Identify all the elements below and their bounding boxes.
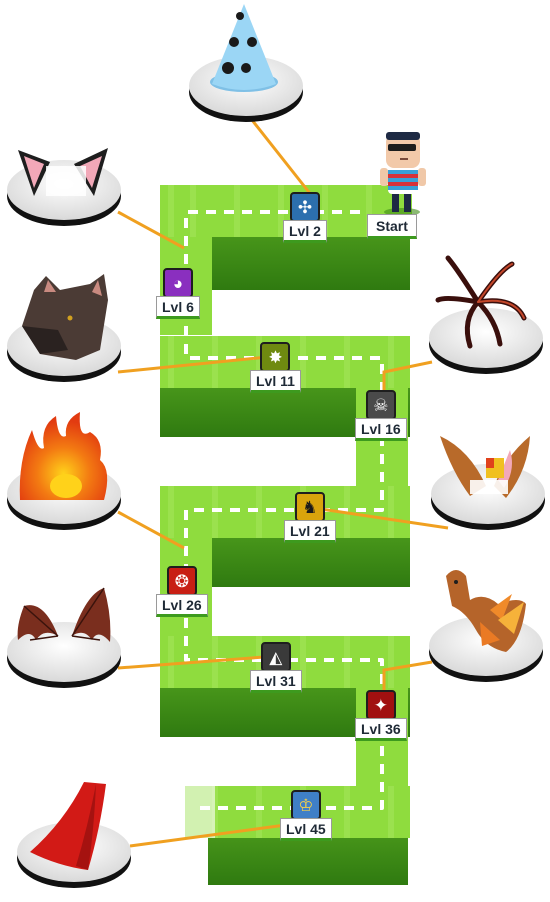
bat-wings-reward[interactable] <box>7 587 121 688</box>
level-node-6[interactable]: ◕ Lvl 6 <box>156 268 200 319</box>
skulls-icon: ☠ <box>365 390 396 420</box>
red-cape-reward[interactable] <box>17 782 131 888</box>
level-node-26[interactable]: ❂ Lvl 26 <box>156 566 208 617</box>
lion-shield-icon: ♔ <box>290 790 321 820</box>
turtle-icon: ✣ <box>289 192 320 222</box>
level-node-45[interactable]: ♔ Lvl 45 <box>280 790 332 841</box>
unicorn-icon: ♞ <box>294 492 325 522</box>
level-node-2[interactable]: ✣ Lvl 2 <box>283 192 327 243</box>
level-node-11[interactable]: ✸ Lvl 11 <box>250 342 301 393</box>
level-node-21[interactable]: ♞ Lvl 21 <box>284 492 336 543</box>
player-character <box>380 132 426 216</box>
fire-aura-reward[interactable] <box>7 412 121 530</box>
wolf-head-reward[interactable] <box>7 274 121 382</box>
level-label: Lvl 11 <box>250 370 301 393</box>
cat-face-icon: ◕ <box>162 268 193 298</box>
level-label: Lvl 16 <box>355 418 407 441</box>
dash-burst-icon: ✸ <box>260 342 291 372</box>
fire-ghost-icon: ❂ <box>166 566 197 596</box>
level-node-31[interactable]: ◭ Lvl 31 <box>250 642 302 693</box>
level-label: Lvl 45 <box>280 818 332 841</box>
start-label: Start <box>367 214 417 239</box>
level-label: Lvl 21 <box>284 520 336 543</box>
level-label: Lvl 31 <box>250 670 302 693</box>
level-label: Lvl 6 <box>156 296 200 319</box>
level-label: Lvl 2 <box>283 220 327 243</box>
level-label: Lvl 36 <box>355 718 407 741</box>
fox-ears-reward[interactable] <box>431 436 545 530</box>
dragon-pet-reward[interactable] <box>429 570 543 682</box>
cat-ears-reward[interactable] <box>7 148 121 226</box>
spider-legs-reward[interactable] <box>429 255 543 374</box>
connector-lines <box>117 119 449 848</box>
level-node-36[interactable]: ✦ Lvl 36 <box>355 690 407 741</box>
level-node-16[interactable]: ☠ Lvl 16 <box>355 390 407 441</box>
party-hat-reward[interactable] <box>189 4 303 122</box>
start-marker[interactable]: Start <box>367 214 417 239</box>
level-label: Lvl 26 <box>156 594 208 617</box>
dragon-icon: ✦ <box>365 690 396 720</box>
bat-wing-icon: ◭ <box>260 642 291 672</box>
